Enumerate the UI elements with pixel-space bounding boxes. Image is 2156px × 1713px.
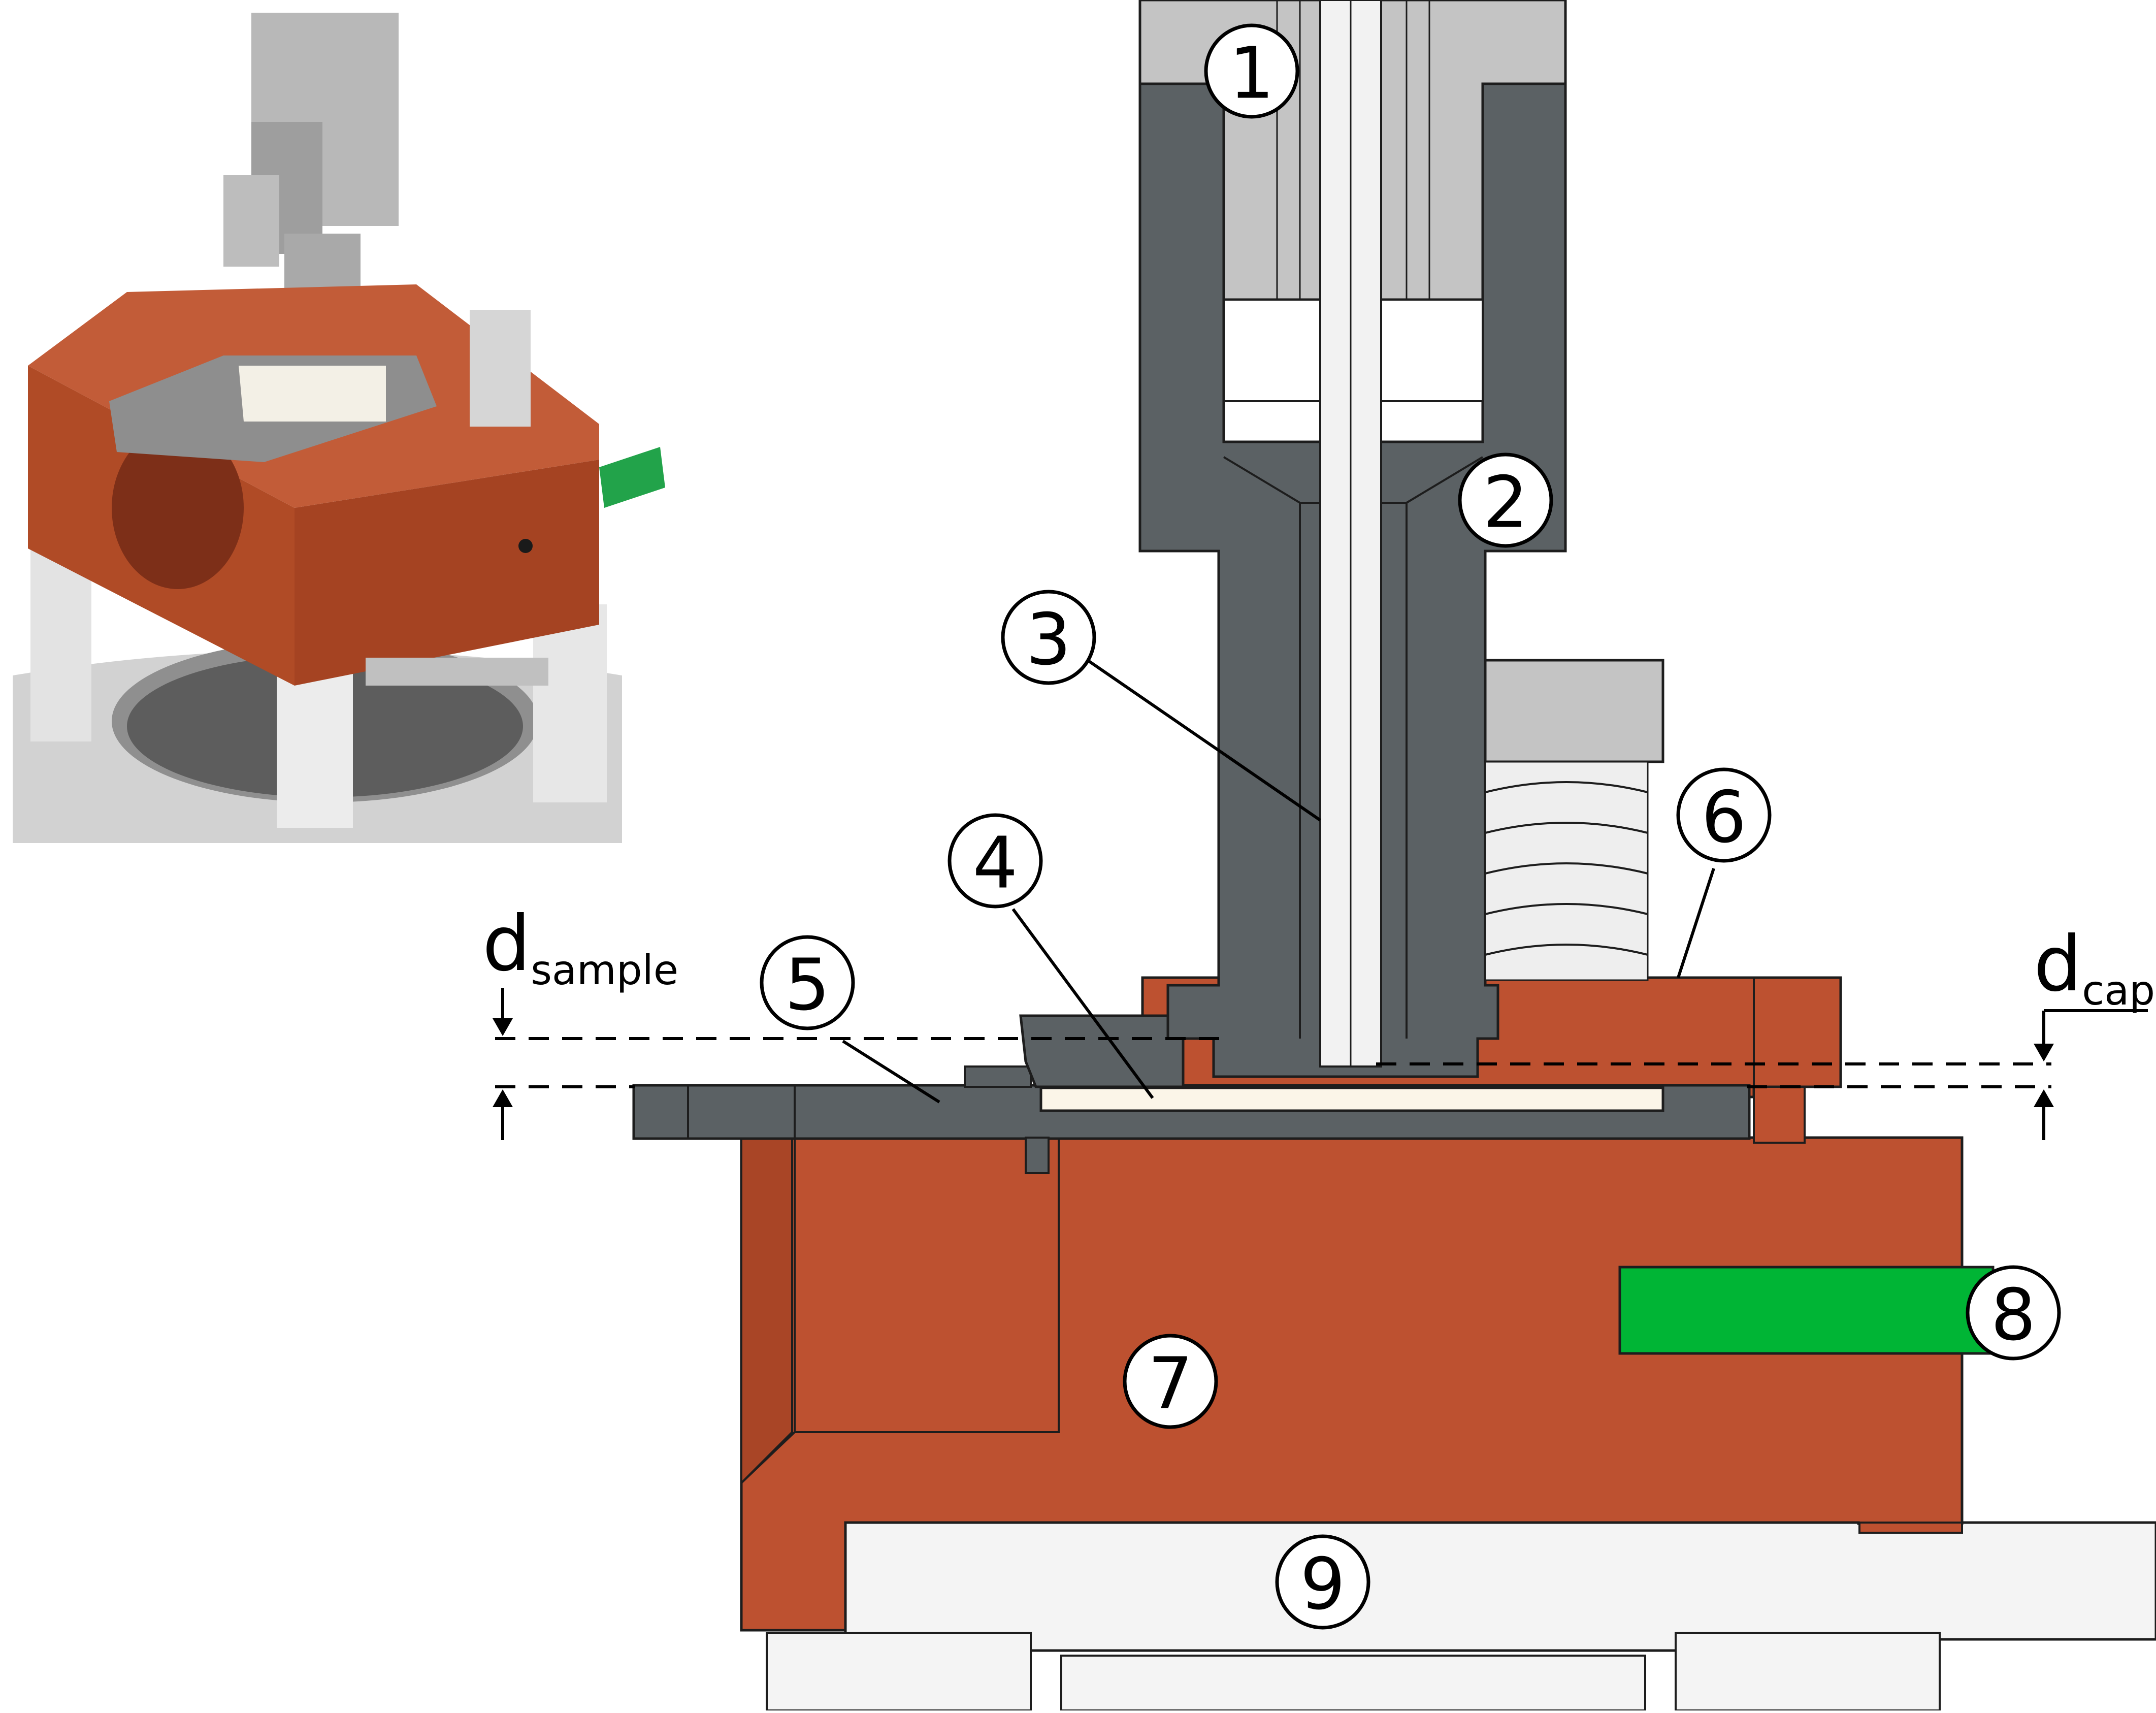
callout-6: 6 [1676, 767, 1772, 863]
part-6-flange-right [1753, 1086, 1806, 1144]
part-7-pocket [794, 1137, 1060, 1433]
callout-8-circle [1966, 1265, 2061, 1361]
render-hole [518, 539, 533, 553]
callout-4-label: 4 [972, 822, 1018, 905]
part-7-step-right [1858, 1522, 1963, 1534]
leader-6 [1677, 868, 1715, 978]
dim-cap-label: dcap [2034, 920, 2155, 1014]
callout-6-circle [1676, 767, 1772, 863]
dim-sample-main: d [482, 900, 531, 988]
dimension-arrowheads [493, 1018, 2054, 1107]
dim-cap-sub: cap [2082, 967, 2155, 1014]
render-inset [13, 13, 665, 843]
callout-9: 9 [1275, 1534, 1370, 1630]
part-4-sample [1039, 1086, 1664, 1112]
callout-2-label: 2 [1483, 462, 1528, 544]
dim-sample-arrowhead-up [493, 1089, 513, 1107]
cross-section: dsample dcap 1 2 3 4 5 6 [482, 0, 2156, 1711]
callout-3-circle [1001, 590, 1096, 685]
render-copper-block-side [295, 460, 599, 686]
callout-1-circle [1204, 23, 1299, 119]
part-8-green-wire [1618, 1266, 1995, 1355]
callout-7-label: 7 [1148, 1343, 1193, 1426]
render-screw-right [470, 310, 531, 427]
callout-2: 2 [1458, 453, 1553, 548]
callout-7: 7 [1123, 1334, 1218, 1429]
plate-clamp [964, 1065, 1032, 1088]
spring-body [1484, 761, 1649, 981]
callout-2-circle [1458, 453, 1553, 548]
dim-cap-arrowhead-down [2034, 1044, 2054, 1061]
dim-sample-label: dsample [482, 900, 678, 994]
plate-peg [1025, 1137, 1050, 1174]
render-screw-left [223, 175, 279, 267]
callout-1: 1 [1204, 23, 1299, 119]
callout-4-circle [948, 813, 1043, 909]
callout-9-circle [1275, 1534, 1370, 1630]
callout-7-circle [1123, 1334, 1218, 1429]
callout-8: 8 [1966, 1265, 2061, 1361]
callout-5-circle [760, 935, 855, 1030]
dim-cap-main: d [2034, 920, 2082, 1009]
part-7-bevel [740, 1137, 793, 1485]
render-ceramic [239, 366, 386, 422]
base-foot-left [766, 1632, 1032, 1711]
callout-5: 5 [760, 935, 855, 1030]
callout-9-label: 9 [1300, 1543, 1345, 1626]
base-foot-right [1675, 1632, 1941, 1711]
leader-lines [842, 651, 1715, 1104]
render-post-right [533, 604, 607, 802]
part-9-base [844, 1521, 2156, 1652]
dim-sample-arrowhead-down [493, 1018, 513, 1036]
leader-4 [1011, 908, 1154, 1099]
render-copper-bore [112, 427, 244, 589]
spring-coils [1485, 781, 1648, 956]
screw-head [1484, 659, 1664, 763]
render-lower-bar [366, 658, 548, 686]
callout-3: 3 [1001, 590, 1096, 685]
callout-4: 4 [948, 813, 1043, 909]
callout-5-label: 5 [785, 944, 830, 1027]
dim-cap-arrowhead-up [2034, 1089, 2054, 1107]
clamp-body [1019, 1014, 1185, 1088]
leader-5 [842, 1040, 940, 1104]
callout-1-label: 1 [1229, 33, 1274, 115]
callout-8-label: 8 [1990, 1274, 2036, 1357]
leader-3 [1075, 651, 1321, 822]
render-post-left-back [30, 548, 91, 741]
part-7-pocket-bevel [740, 1431, 796, 1484]
dim-sample-sub: sample [531, 947, 678, 994]
callout-6-label: 6 [1701, 777, 1746, 859]
base-foot-mid [1060, 1655, 1646, 1711]
callout-3-label: 3 [1026, 599, 1071, 682]
render-green-wire [599, 447, 665, 508]
